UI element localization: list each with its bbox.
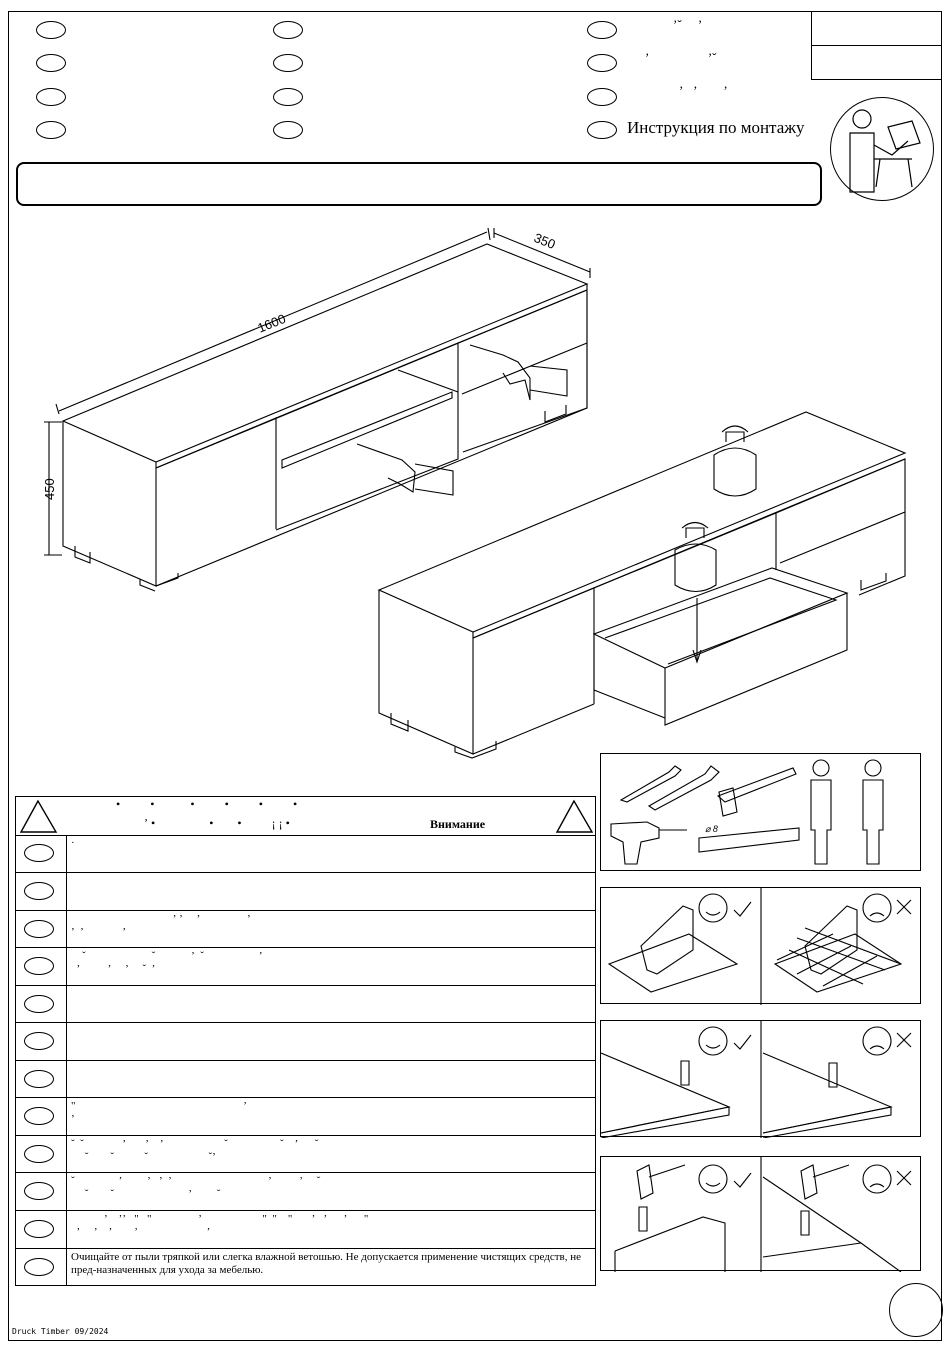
hammer-icon bbox=[716, 767, 797, 803]
checkmark-icon bbox=[733, 1172, 752, 1188]
screwdriver-icon bbox=[619, 765, 682, 803]
language-oval bbox=[587, 88, 617, 106]
article-box bbox=[811, 45, 942, 80]
language-oval bbox=[273, 121, 303, 139]
language-oval bbox=[273, 88, 303, 106]
language-oval bbox=[587, 21, 617, 39]
checkmark-icon bbox=[733, 1034, 752, 1050]
language-oval bbox=[273, 54, 303, 72]
header-marks-2: ʼ ʼˇ bbox=[645, 50, 717, 65]
dimension-width: 1600 bbox=[255, 311, 287, 336]
warning-row-care: Очищайте от пыли тряпкой или слегка влаж… bbox=[16, 1249, 595, 1285]
person-icon bbox=[810, 779, 832, 865]
page-frame bbox=[8, 11, 942, 1341]
dimension-depth: 350 bbox=[532, 230, 558, 252]
warning-row: ˇ ˇ ʼ ʼ ʼ ˇ ˇ ʼ ˇ ˇ ˇ ˇ ˇʼ bbox=[16, 1136, 595, 1173]
warning-title: Внимание bbox=[430, 817, 486, 831]
checkmark-icon bbox=[733, 901, 752, 917]
warning-row: ˇ ˇ ʼ ˇ ʼ ʼ ʼ ʼ ˇ ʼ bbox=[16, 948, 595, 986]
warning-row bbox=[16, 873, 595, 911]
happy-face-icon bbox=[698, 1164, 728, 1194]
language-oval bbox=[587, 121, 617, 139]
happy-face-icon bbox=[698, 893, 728, 923]
product-name-banner bbox=[16, 162, 822, 206]
language-oval bbox=[36, 21, 66, 39]
sad-face-icon bbox=[862, 893, 892, 923]
warnings-table: • • • • • • ʼ • • • ¡ ¡ • Внимание · ʼ ʼ… bbox=[15, 796, 596, 1286]
language-oval bbox=[36, 88, 66, 106]
assembly-person-icon bbox=[830, 97, 934, 201]
header-marks-3: ʼ ʼ ʼ bbox=[679, 83, 728, 98]
warning-row bbox=[16, 986, 595, 1023]
drill-bit-size: ⌀ 8 bbox=[705, 824, 718, 834]
language-oval bbox=[587, 54, 617, 72]
page-title: Инструкция по монтажу bbox=[627, 118, 805, 137]
warning-row bbox=[16, 1061, 595, 1098]
language-oval bbox=[36, 121, 66, 139]
spirit-level-icon bbox=[698, 827, 800, 853]
print-code: Druck Timber 09/2024 bbox=[12, 1327, 109, 1336]
warning-row bbox=[16, 1023, 595, 1061]
dimension-height: 450 bbox=[42, 478, 57, 500]
cross-icon bbox=[896, 899, 912, 915]
warning-row: " ʼ ʼ bbox=[16, 1098, 595, 1136]
cross-icon bbox=[896, 1170, 912, 1186]
language-oval bbox=[273, 21, 303, 39]
page-number-circle bbox=[889, 1283, 943, 1337]
header-marks-1: ʼˇ ʼ bbox=[673, 17, 703, 32]
warnings-header: • • • • • • ʼ • • • ¡ ¡ • Внимание bbox=[16, 797, 595, 836]
warning-row: · bbox=[16, 835, 595, 873]
drill-icon bbox=[610, 821, 660, 865]
dowel-panel bbox=[600, 1156, 921, 1272]
warning-row: ʼ ʼ ʼ ʼ ʼ ʼ ʼ bbox=[16, 911, 595, 948]
hammer-icon bbox=[636, 1164, 654, 1200]
hammer-icon bbox=[800, 1164, 818, 1200]
sad-face-icon bbox=[862, 1164, 892, 1194]
tools-panel: ⌀ 8 bbox=[600, 753, 921, 871]
warning-row: ˇ ʼ ʼ ʼ ʼ ʼ ʼ ˇ ˇ ˇ ʼ ˇ bbox=[16, 1173, 595, 1211]
warning-row: ʼ ʼʼ " " ʼ " " " ʼ ʼ ʼ " ʼ ʼ ʼ ʼ ʼ bbox=[16, 1211, 595, 1249]
happy-face-icon bbox=[698, 1026, 728, 1056]
connector-panel bbox=[600, 1020, 921, 1138]
care-instructions: Очищайте от пыли тряпкой или слегка влаж… bbox=[71, 1251, 581, 1276]
screwdriver-icon bbox=[647, 765, 720, 811]
floor-protection-panel bbox=[600, 887, 921, 1005]
language-oval bbox=[36, 54, 66, 72]
warning-marks-top: • • • • • • bbox=[116, 797, 298, 811]
person-icon bbox=[862, 779, 884, 865]
warning-marks-bottom: ʼ • • • ¡ ¡ • bbox=[144, 816, 290, 830]
cross-icon bbox=[896, 1032, 912, 1048]
sad-face-icon bbox=[862, 1026, 892, 1056]
